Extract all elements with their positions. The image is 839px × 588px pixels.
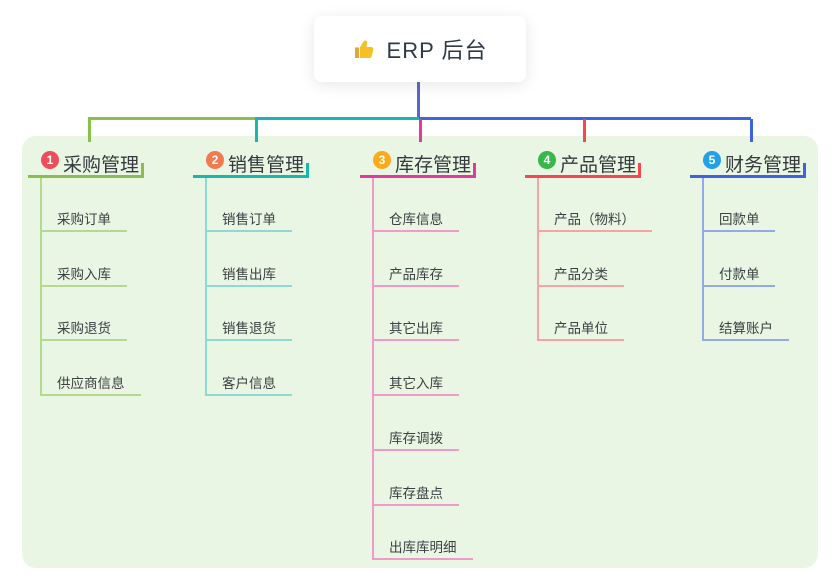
- leaf-underline: [205, 339, 292, 341]
- branch-underline-tick: [141, 163, 144, 175]
- leaf-node-label[interactable]: 供应商信息: [57, 376, 125, 391]
- branch-number-badge: 5: [703, 151, 721, 169]
- leaf-node-label[interactable]: 客户信息: [222, 376, 276, 391]
- branch-drop-line: [88, 119, 91, 142]
- leaf-node-label[interactable]: 其它入库: [389, 376, 443, 391]
- branch-underline: [28, 175, 144, 178]
- leaf-underline: [372, 285, 459, 287]
- leaf-underline: [40, 285, 127, 287]
- leaf-node-label[interactable]: 采购入库: [57, 267, 111, 282]
- branch-underline: [690, 175, 806, 178]
- leaf-underline: [537, 285, 624, 287]
- leaf-node-label[interactable]: 产品（物料）: [554, 212, 635, 227]
- leaf-underline: [372, 230, 459, 232]
- leaf-node-label[interactable]: 采购退货: [57, 321, 111, 336]
- leaf-underline: [40, 230, 127, 232]
- branch-drop-line: [255, 119, 258, 142]
- leaf-underline: [372, 449, 459, 451]
- leaf-underline: [205, 394, 292, 396]
- root-connector-line: [417, 82, 420, 120]
- leaf-node-label[interactable]: 销售出库: [222, 267, 276, 282]
- branch-underline: [193, 175, 309, 178]
- branch-title-5[interactable]: 财务管理: [725, 155, 802, 176]
- leaf-node-label[interactable]: 其它出库: [389, 321, 443, 336]
- main-rail-segment: [419, 117, 751, 120]
- leaf-node-label[interactable]: 仓库信息: [389, 212, 443, 227]
- root-label: ERP 后台: [386, 38, 488, 63]
- leaf-underline: [702, 230, 775, 232]
- branch-underline: [525, 175, 641, 178]
- branch-underline-tick: [803, 163, 806, 175]
- branch-underline-tick: [638, 163, 641, 175]
- leaf-node-label[interactable]: 销售退货: [222, 321, 276, 336]
- main-rail-segment: [255, 117, 421, 120]
- leaf-node-label[interactable]: 回款单: [719, 212, 760, 227]
- branch-title-3[interactable]: 库存管理: [395, 155, 472, 176]
- branch-subtree-rail: [537, 178, 539, 342]
- branch-subtree-rail: [40, 178, 42, 397]
- leaf-underline: [372, 394, 459, 396]
- branch-number-badge: 1: [41, 151, 59, 169]
- leaf-underline: [40, 394, 141, 396]
- leaf-node-label[interactable]: 结算账户: [719, 321, 773, 336]
- leaf-underline: [372, 504, 459, 506]
- branch-number-badge: 4: [538, 151, 556, 169]
- branch-underline: [360, 175, 476, 178]
- leaf-underline: [537, 230, 652, 232]
- leaf-underline: [205, 285, 292, 287]
- leaf-node-label[interactable]: 销售订单: [222, 212, 276, 227]
- branch-title-4[interactable]: 产品管理: [560, 155, 637, 176]
- branch-drop-line: [419, 119, 422, 142]
- root-node[interactable]: ERP 后台: [314, 16, 526, 82]
- leaf-underline: [372, 558, 473, 560]
- leaf-node-label[interactable]: 产品库存: [389, 267, 443, 282]
- branch-drop-line: [583, 119, 586, 142]
- branch-drop-line: [750, 119, 753, 142]
- branch-number-badge: 2: [206, 151, 224, 169]
- leaf-node-label[interactable]: 付款单: [719, 267, 760, 282]
- leaf-underline: [702, 285, 775, 287]
- leaf-underline: [40, 339, 127, 341]
- leaf-underline: [205, 230, 292, 232]
- diagram-background: [22, 136, 818, 568]
- leaf-underline: [537, 339, 624, 341]
- leaf-node-label[interactable]: 库存调拨: [389, 431, 443, 446]
- branch-title-1[interactable]: 采购管理: [63, 155, 140, 176]
- branch-subtree-rail: [702, 178, 704, 342]
- main-rail-segment: [88, 117, 257, 120]
- leaf-node-label[interactable]: 库存盘点: [389, 486, 443, 501]
- branch-title-2[interactable]: 销售管理: [228, 155, 305, 176]
- branch-number-badge: 3: [373, 151, 391, 169]
- leaf-underline: [372, 339, 459, 341]
- leaf-node-label[interactable]: 产品单位: [554, 321, 608, 336]
- branch-subtree-rail: [372, 178, 374, 561]
- branch-underline-tick: [473, 163, 476, 175]
- branch-underline-tick: [306, 163, 309, 175]
- thumbs-up-icon: [353, 37, 377, 61]
- leaf-underline: [702, 339, 789, 341]
- leaf-node-label[interactable]: 出库库明细: [389, 540, 457, 555]
- branch-subtree-rail: [205, 178, 207, 397]
- leaf-node-label[interactable]: 采购订单: [57, 212, 111, 227]
- leaf-node-label[interactable]: 产品分类: [554, 267, 608, 282]
